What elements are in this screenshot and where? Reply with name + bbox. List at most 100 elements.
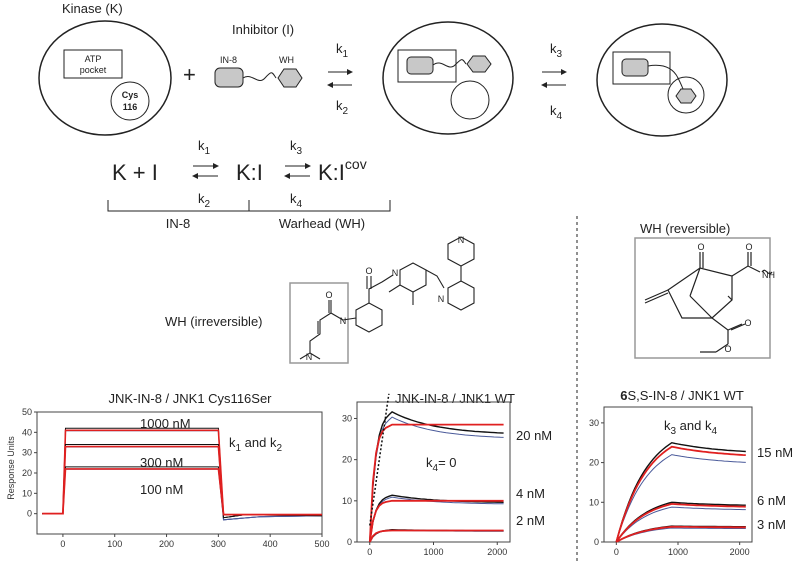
- chart1-xtick-label: 300: [211, 539, 226, 549]
- complex-pocket-box: [397, 49, 457, 83]
- atom-nh-1: N: [340, 316, 347, 326]
- wh-irreversible-box: [289, 282, 349, 364]
- plus-sign: +: [183, 62, 196, 87]
- kinase-ellipse: [38, 20, 172, 136]
- chart2-ytick-label: 10: [342, 496, 352, 506]
- chart3-series-black-0: [615, 441, 746, 543]
- bracket-in8-label: IN-8: [166, 216, 191, 231]
- chart3-ytick-label: 30: [589, 418, 599, 428]
- atom-o-ketone: O: [697, 242, 704, 252]
- chart1-ytick-label: 20: [22, 468, 32, 478]
- chart3-ytick-label: 20: [589, 458, 599, 468]
- chart3-xtick-label: 2000: [730, 547, 750, 557]
- chart3-label-6: 6 nM: [757, 493, 786, 508]
- equation-bracket: [107, 200, 391, 212]
- chart1-annotation: k1 and k2: [229, 435, 282, 454]
- chart-cys116ser: JNK-IN-8 / JNK1 Cys116Ser Response Units…: [6, 391, 330, 549]
- chart1-label-1000: 1000 nM: [140, 416, 191, 431]
- chart2-xtick-label: 2000: [487, 547, 507, 557]
- chart2-ytick-label: 20: [342, 455, 352, 465]
- chart2-title: JNK-IN-8 / JNK1 WT: [395, 391, 515, 406]
- complex-cys-circle: [450, 80, 490, 120]
- chart1-fit-2: [42, 468, 322, 516]
- equation-mid: K:I: [236, 160, 263, 185]
- chart2-series-black-1: [369, 494, 504, 543]
- chart2-ytick-label: 0: [347, 537, 352, 547]
- eq-k2: k2: [198, 191, 211, 210]
- reversible-warhead-structure: [644, 252, 773, 353]
- chart1-xtick-label: 0: [60, 539, 65, 549]
- k4-label: k4: [550, 103, 563, 122]
- atom-nh-3: N: [438, 294, 445, 304]
- covalent-wh-hexagon: [675, 88, 697, 104]
- atom-n-pyridine: N: [458, 235, 465, 245]
- atom-n-dimethyl: N: [306, 352, 313, 362]
- kinase-label: Kinase (K): [62, 1, 123, 16]
- chart2-label-2: 2 nM: [516, 513, 545, 528]
- chart3-fit-0: [615, 445, 746, 543]
- cys-label: Cys: [122, 90, 139, 100]
- atom-o-ester: O: [724, 344, 731, 354]
- eq-k1: k1: [198, 138, 211, 157]
- equation-right: K:Icov: [318, 156, 367, 185]
- bracket-wh-label: Warhead (WH): [279, 216, 365, 231]
- complex-wh-hexagon: [466, 55, 492, 73]
- chart2-fit-0: [368, 423, 504, 543]
- linker: [242, 72, 277, 82]
- k3-label: k3: [550, 41, 563, 60]
- jnk-in-8-structure: [299, 236, 475, 360]
- wh-reversible-box: [634, 237, 771, 359]
- chart2-label-20: 20 nM: [516, 428, 552, 443]
- covalent-ellipse: [596, 23, 728, 137]
- equation-left: K + I: [112, 160, 158, 185]
- chart3-plot: 0 1000 2000 0 10 20 30: [589, 406, 753, 557]
- chart3-label-15: 15 nM: [757, 445, 793, 460]
- chart2-ytick-label: 30: [342, 413, 352, 423]
- atom-o-2: O: [365, 266, 372, 276]
- chart3-ytick-label: 0: [594, 537, 599, 547]
- k2-label: k2: [336, 98, 349, 117]
- chart3-xtick-label: 1000: [668, 547, 688, 557]
- chart1-title: JNK-IN-8 / JNK1 Cys116Ser: [108, 391, 272, 406]
- k1-label: k1: [336, 41, 349, 60]
- complex-linker: [432, 59, 467, 68]
- chart2-fit-2: [369, 529, 504, 543]
- chart3-ytick-label: 10: [589, 497, 599, 507]
- chart1-label-300: 300 nM: [140, 455, 183, 470]
- atom-o-ester-carbonyl: O: [744, 318, 751, 328]
- chart3-annotation: k3 and k4: [664, 418, 717, 437]
- chart3-series-blue-0: [615, 454, 746, 543]
- chart1-xtick-label: 200: [159, 539, 174, 549]
- in8-label: IN-8: [220, 55, 237, 65]
- chart3-label-3: 3 nM: [757, 517, 786, 532]
- chart2-series-blue-0: [369, 416, 504, 543]
- covalent-cys-circle: [667, 76, 705, 114]
- chart2-label-4: 4 nM: [516, 486, 545, 501]
- chart2-series-black-0: [369, 411, 504, 543]
- wh-label: WH: [279, 55, 294, 65]
- cys-circle: [110, 81, 150, 121]
- chart3-fit-1: [615, 502, 746, 543]
- chart1-ylabel: Response Units: [6, 436, 16, 500]
- covalent-pocket-box: [612, 51, 671, 85]
- chart2-series-blue-2: [369, 529, 504, 543]
- chart1-ytick-label: 10: [22, 488, 32, 498]
- atom-o-1: O: [325, 290, 332, 300]
- chart3-xtick-label: 0: [614, 547, 619, 557]
- wh-reversible-label: WH (reversible): [640, 221, 730, 236]
- chart1-series-black-0: [42, 427, 323, 519]
- chart3-series-blue-2: [616, 527, 746, 543]
- chart1-label-100: 100 nM: [140, 482, 183, 497]
- atom-nh-amide: NH: [762, 270, 775, 280]
- eq-k3: k3: [290, 138, 303, 157]
- wh-irreversible-label: WH (irreversible): [165, 314, 263, 329]
- chart1-ytick-label: 30: [22, 448, 32, 458]
- atom-nh-2: N: [392, 268, 399, 278]
- chart2-xtick-label: 1000: [423, 547, 443, 557]
- chart3-series-blue-1: [615, 506, 746, 543]
- chart2-fit-1: [368, 499, 504, 543]
